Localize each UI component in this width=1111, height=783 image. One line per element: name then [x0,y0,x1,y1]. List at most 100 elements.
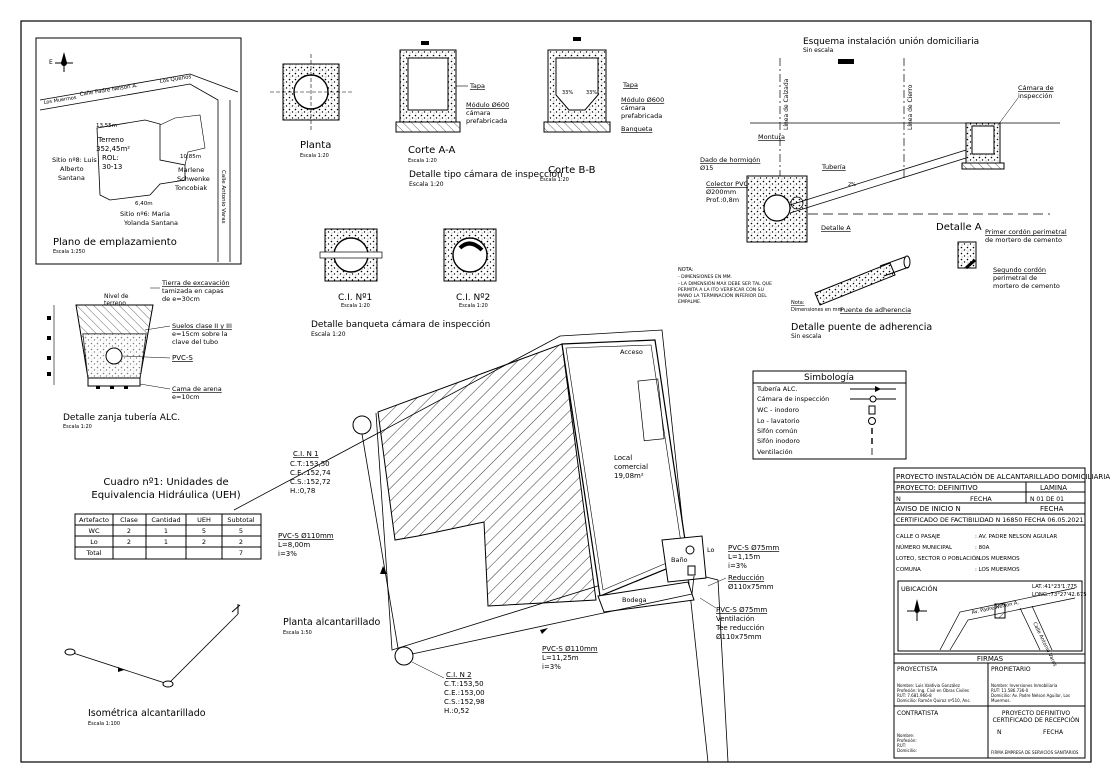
ci2-value: H.:0,52 [444,707,469,715]
adhesion-scale: Sin escala [791,333,822,340]
lid-label: Tapa [622,81,638,89]
house-connection-scheme: Esquema instalación unión domiciliaria S… [678,36,1067,305]
collector-label: Colector PVC [706,180,749,188]
ueh-header: Clase [120,516,138,524]
ueh-cell: 7 [239,549,243,557]
lavatory-symbol-icon [868,417,876,425]
module-label: prefabricada [466,117,507,125]
site-plan: E Calle Padre Nelson A. Los Quenos Los M… [35,37,242,265]
ueh-title: Cuadro nº1: Unidades de [103,477,228,488]
ueh-header: UEH [197,516,211,524]
field-label: COMUNA [896,567,921,573]
pipe2-value: L=1,15m [728,553,760,561]
bead-label: de mortero de cemento [985,236,1062,244]
adhesion-note: Dimensiones en mm [791,307,843,313]
ueh-cell: 2 [239,538,243,546]
ueh-cell: 2 [127,538,131,546]
reduction-label: Reducción [728,574,764,582]
owner-right: Toncobiak [174,184,207,192]
site-plan-frame [35,37,242,265]
lot-area: 352,45m² [96,145,130,153]
plan-scale: Escala 1:20 [300,153,329,159]
street-edge [39,83,219,262]
isometric: Isométrica alcantarillado Escala 1:100 [64,604,241,727]
ground-label: Nivel de [104,293,129,300]
projectista-label: PROYECTISTA [897,666,938,673]
pipe3-value: L=11,25m [542,654,579,662]
street-label: Calle Antonio Varas [220,170,226,224]
legend: Simbología Tubería ALC. Cámara de inspec… [752,370,907,460]
sheet-border [20,20,1092,763]
street-label: Los Quenos [159,74,192,85]
fill-label: Tierra de excavación [161,279,230,287]
fecha-label: FECHA [970,495,992,503]
ci2-label: C.I. N 2 [446,671,472,679]
cut-aa-scale: Escala 1:20 [408,158,437,164]
legend-item: Lo - lavatorio [757,417,800,425]
notice-fecha: FECHA [1040,505,1064,513]
site-plan-title: Plano de emplazamiento [53,237,177,248]
trench-title: Detalle zanja tubería ALC. [63,413,180,423]
cut-aa-label: Corte A-A [408,145,455,156]
pipe1-value: L=8,00m [278,541,310,549]
owner-bottom: Sitio nº6: Maria [120,210,170,218]
slope-label: 33% [586,90,597,96]
soil-label: e=15cm sobre la [172,330,228,338]
vent-value: Ø110x75mm [716,633,762,641]
vent-value: Tee reducción [715,624,764,632]
vent-label: PVC-S Ø75mm [716,606,767,614]
bench-scale: Escala 1:20 [311,331,346,338]
ci2-value: C.T.:153,50 [444,680,484,688]
bead-label: Primer cordón perimetral [985,228,1067,236]
lid-label: Tapa [469,82,485,90]
lot-outline [159,114,206,166]
field-value: : LOS MUERMOS [975,556,1020,562]
ueh-cell: Total [85,549,101,557]
street-label: Los Muermos [43,95,77,106]
ueh-header: Artefacto [79,516,109,524]
bench-title: Detalle banqueta cámara de inspección [311,319,490,330]
lot-outline [96,119,186,201]
soil-label: clave del tubo [172,338,218,346]
ci2-value: C.E.:153,00 [444,689,485,697]
slope-label: 33% [562,90,573,96]
module-label: cámara [466,109,491,117]
cut-bb-label: Corte B-B [548,165,596,176]
local-label: 19,08m² [614,472,644,480]
legend-title: Simbología [804,373,854,383]
pipe3-label: PVC-S Ø110mm [542,645,598,653]
ci2-scale: Escala 1:20 [459,303,488,309]
legend-item: Ventilación [757,448,793,456]
adhesion-title: Detalle puente de adherencia [791,322,932,333]
location-label: UBICACIÓN [901,584,938,593]
field-value: : 80A [975,545,990,551]
field-label: CALLE O PASAJE [896,534,941,540]
ci1-scale: Escala 1:20 [341,303,370,309]
scheme-scale: Sin escala [803,47,834,54]
contr-line: RUT: [897,743,906,748]
ueh-header: Cantidad [151,516,180,524]
lot-rol-label: ROL: [102,154,119,162]
prop-line: Muermos. [991,698,1011,703]
line-label: Línea de Calzada [783,78,790,130]
ueh-cell: 5 [202,527,206,535]
ci1-value: H.:0,78 [290,487,315,495]
ci1-label: C.I. N 1 [293,450,319,458]
bridge-label: Puente de adherencia [840,306,911,314]
project-label: PROYECTO: DEFINITIVO [896,484,978,492]
module-label: cámara [621,104,646,112]
ci1-value: C.S.:152,72 [290,478,331,486]
owner-left: Sitio nº8: Luis [52,156,97,164]
propietario-label: PROPIETARIO [991,666,1031,673]
legend-item: WC - inodoro [757,406,799,414]
legend-item: Tubería ALC. [756,385,797,393]
ci2-label: C.I. Nº2 [456,293,490,303]
contratista-label: CONTRATISTA [897,710,939,717]
note-line: - LA DIMENSIÓN MAX DEBE SER TAL QUE [678,280,772,287]
note-line: MANO LA TERMINACIÓN INFERIOR DEL [678,292,767,299]
pipe-label: Tubería [821,163,846,171]
local-label: comercial [614,463,648,471]
legend-item: Sifón común [757,427,798,435]
pipe-segment [411,593,693,655]
prop-line: Nombre: Inversiones Inmobiliaria [991,683,1058,688]
